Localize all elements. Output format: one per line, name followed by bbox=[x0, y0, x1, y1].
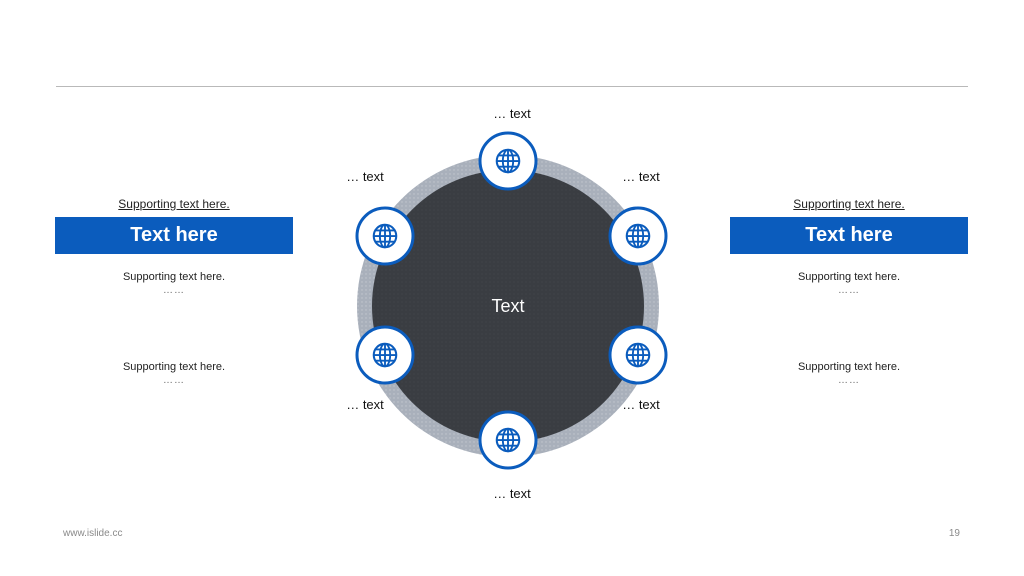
left-block-2-dots: …… bbox=[163, 375, 185, 386]
footer-website: www.islide.cc bbox=[63, 528, 123, 539]
right-block-1: Supporting text here. …… bbox=[730, 270, 968, 298]
left-block-2: Supporting text here. …… bbox=[55, 360, 293, 388]
right-block-2-dots: …… bbox=[838, 375, 860, 386]
hub-node-label: … text bbox=[493, 486, 531, 501]
globe-icon bbox=[372, 342, 398, 368]
right-panel: Supporting text here. Text here Supporti… bbox=[730, 195, 968, 388]
hub-node-label: … text bbox=[622, 169, 660, 184]
top-divider bbox=[56, 86, 968, 87]
right-block-1-text: Supporting text here. bbox=[797, 271, 901, 283]
hub-node-label: … text bbox=[346, 169, 384, 184]
center-hub bbox=[372, 170, 644, 442]
hub-node-4 bbox=[478, 410, 538, 470]
hub-node-2 bbox=[608, 206, 668, 266]
footer-page-number: 19 bbox=[948, 528, 960, 539]
right-block-2: Supporting text here. …… bbox=[730, 360, 968, 388]
right-block-1-dots: …… bbox=[838, 285, 860, 296]
globe-icon bbox=[372, 223, 398, 249]
hub-node-label: … text bbox=[346, 397, 384, 412]
left-block-2-text: Supporting text here. bbox=[122, 361, 226, 373]
hub-node-label: … text bbox=[493, 106, 531, 121]
right-block-2-text: Supporting text here. bbox=[797, 361, 901, 373]
globe-icon bbox=[495, 148, 521, 174]
hub-node-6 bbox=[355, 206, 415, 266]
right-title: Text here bbox=[730, 217, 968, 254]
left-block-1-dots: …… bbox=[163, 285, 185, 296]
hub-node-1 bbox=[478, 131, 538, 191]
left-panel: Supporting text here. Text here Supporti… bbox=[55, 195, 293, 388]
left-title: Text here bbox=[55, 217, 293, 254]
right-support-top: Supporting text here. bbox=[793, 197, 905, 211]
hub-node-5 bbox=[355, 325, 415, 385]
hub-node-label: … text bbox=[622, 397, 660, 412]
hub-node-3 bbox=[608, 325, 668, 385]
globe-icon bbox=[625, 223, 651, 249]
left-block-1: Supporting text here. …… bbox=[55, 270, 293, 298]
left-block-1-text: Supporting text here. bbox=[122, 271, 226, 283]
center-label: Text bbox=[491, 296, 524, 316]
globe-icon bbox=[495, 427, 521, 453]
globe-icon bbox=[625, 342, 651, 368]
left-support-top: Supporting text here. bbox=[118, 197, 230, 211]
